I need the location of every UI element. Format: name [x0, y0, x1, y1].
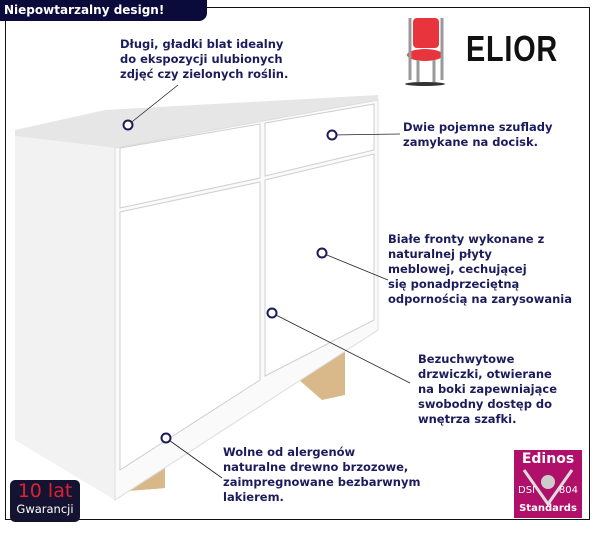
chair-icon [405, 18, 445, 86]
drawer-right [264, 103, 375, 177]
certificate-bottom: Standards [519, 503, 577, 514]
certificate-emblem-icon [522, 469, 574, 507]
certificate-badge: Edinos DSI 804 Standards [514, 450, 582, 518]
annotation-dot [160, 432, 172, 444]
certificate-name: Edinos [521, 451, 575, 467]
frame [5, 7, 590, 520]
annotation-drawers: Dwie pojemne szuflady zamykane na docisk… [403, 120, 553, 149]
cabinet-side [15, 136, 115, 500]
certificate-left: DSI [518, 485, 535, 496]
warranty-years: 10 lat [17, 480, 73, 502]
warranty-badge: 10 lat Gwarancji [10, 480, 80, 522]
warranty-label: Gwarancji [16, 502, 74, 516]
door-right [264, 153, 375, 377]
annotation-dot [122, 119, 134, 131]
annotation-doors: Bezuchwytowe drzwiczki, otwierane na bok… [418, 352, 557, 426]
cabinet-top [15, 95, 378, 148]
drawer-left [119, 123, 261, 209]
door-left [119, 181, 261, 471]
annotation-top: Długi, gładki blat idealny do ekspozycji… [120, 37, 289, 81]
annotation-fronts: Białe fronty wykonane z naturalnej płyty… [388, 232, 572, 306]
brand-logo: ELIOR [466, 28, 559, 69]
annotation-dot [316, 247, 328, 259]
annotation-legs: Wolne od alergenów naturalne drewno brzo… [223, 445, 421, 504]
certificate-right: 804 [558, 485, 578, 496]
header-tab: Niepowtarzalny design! [0, 0, 207, 21]
annotation-dot [326, 129, 338, 141]
annotation-dot [266, 307, 278, 319]
